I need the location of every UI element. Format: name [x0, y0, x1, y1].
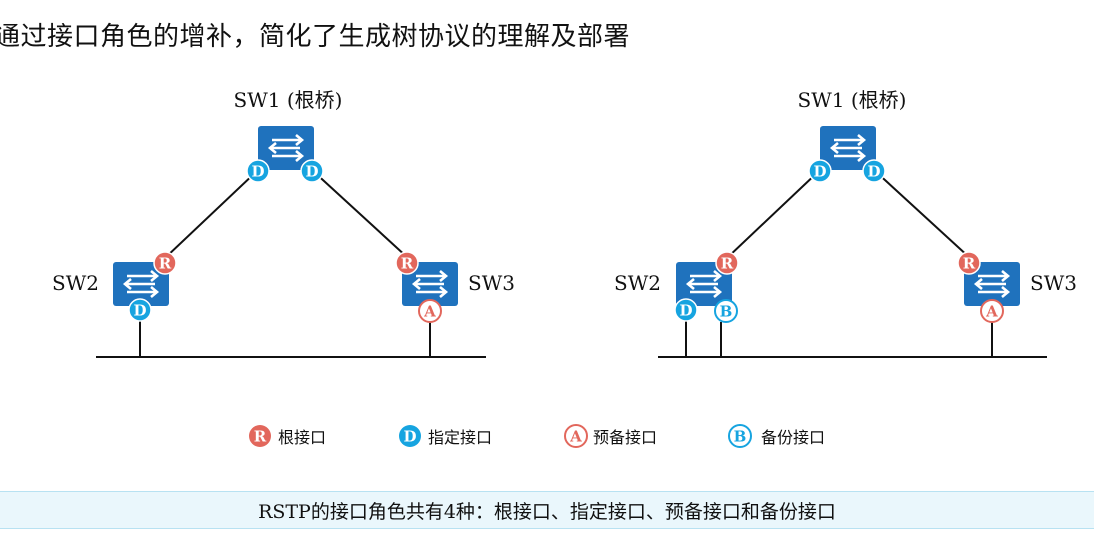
sw2-label: SW2: [52, 271, 99, 295]
port-root: R: [957, 251, 981, 275]
port-designated: D: [246, 159, 270, 183]
svg-text:R: R: [721, 255, 734, 273]
svg-text:R: R: [963, 255, 976, 273]
legend-root-label: 根接口: [278, 428, 326, 447]
port-root: R: [153, 251, 177, 275]
svg-text:A: A: [423, 303, 436, 321]
svg-text:R: R: [159, 255, 172, 273]
svg-text:D: D: [133, 302, 146, 320]
diagram-left: SW1 (根桥) SW2 SW3 D D R D R A: [52, 88, 515, 358]
sw3-label: SW3: [1030, 271, 1077, 295]
svg-text:A: A: [569, 428, 582, 446]
link-sw1-sw2: [726, 169, 821, 259]
svg-text:D: D: [305, 163, 318, 181]
rstp-diagram: SW1 (根桥) SW2 SW3 D D R D R A: [52, 88, 1077, 448]
svg-text:B: B: [734, 428, 747, 446]
port-designated: D: [808, 159, 832, 183]
sw1-label: SW1 (根桥): [234, 88, 343, 112]
link-sw1-sw2: [164, 169, 259, 259]
port-root: R: [395, 251, 419, 275]
svg-text:R: R: [254, 428, 267, 446]
sw3-label: SW3: [468, 271, 515, 295]
svg-text:D: D: [679, 302, 692, 320]
page-title: 通过接口角色的增补，简化了生成树协议的理解及部署: [0, 22, 631, 52]
link-sw1-sw3: [873, 169, 971, 259]
svg-text:R: R: [401, 255, 414, 273]
legend-designated: D 指定接口: [399, 425, 492, 447]
svg-text:D: D: [251, 163, 264, 181]
legend: R 根接口 D 指定接口 A 预备接口 B 备份接口: [249, 424, 825, 448]
legend-alternate: A 预备接口: [564, 424, 657, 448]
legend-backup-label: 备份接口: [761, 428, 825, 447]
port-designated: D: [128, 298, 152, 322]
port-designated: D: [674, 298, 698, 322]
legend-root: R 根接口: [249, 425, 326, 447]
sw1-label: SW1 (根桥): [798, 88, 907, 112]
port-alternate: A: [980, 299, 1004, 323]
svg-text:D: D: [867, 163, 880, 181]
svg-text:D: D: [813, 163, 826, 181]
port-backup: B: [714, 299, 738, 323]
legend-alternate-label: 预备接口: [593, 428, 657, 447]
link-sw1-sw3: [311, 169, 409, 259]
port-designated: D: [300, 159, 324, 183]
diagram-right: SW1 (根桥) SW2 SW3 D D R D B R A: [614, 88, 1077, 358]
port-alternate: A: [418, 299, 442, 323]
legend-designated-label: 指定接口: [428, 428, 492, 447]
svg-text:B: B: [720, 303, 733, 321]
port-designated: D: [862, 159, 886, 183]
footer-caption: RSTP的接口角色共有4种：根接口、指定接口、预备接口和备份接口: [0, 491, 1094, 529]
svg-text:D: D: [403, 428, 416, 446]
port-root: R: [715, 251, 739, 275]
svg-text:A: A: [985, 303, 998, 321]
sw2-label: SW2: [614, 271, 661, 295]
legend-backup: B 备份接口: [728, 424, 825, 448]
